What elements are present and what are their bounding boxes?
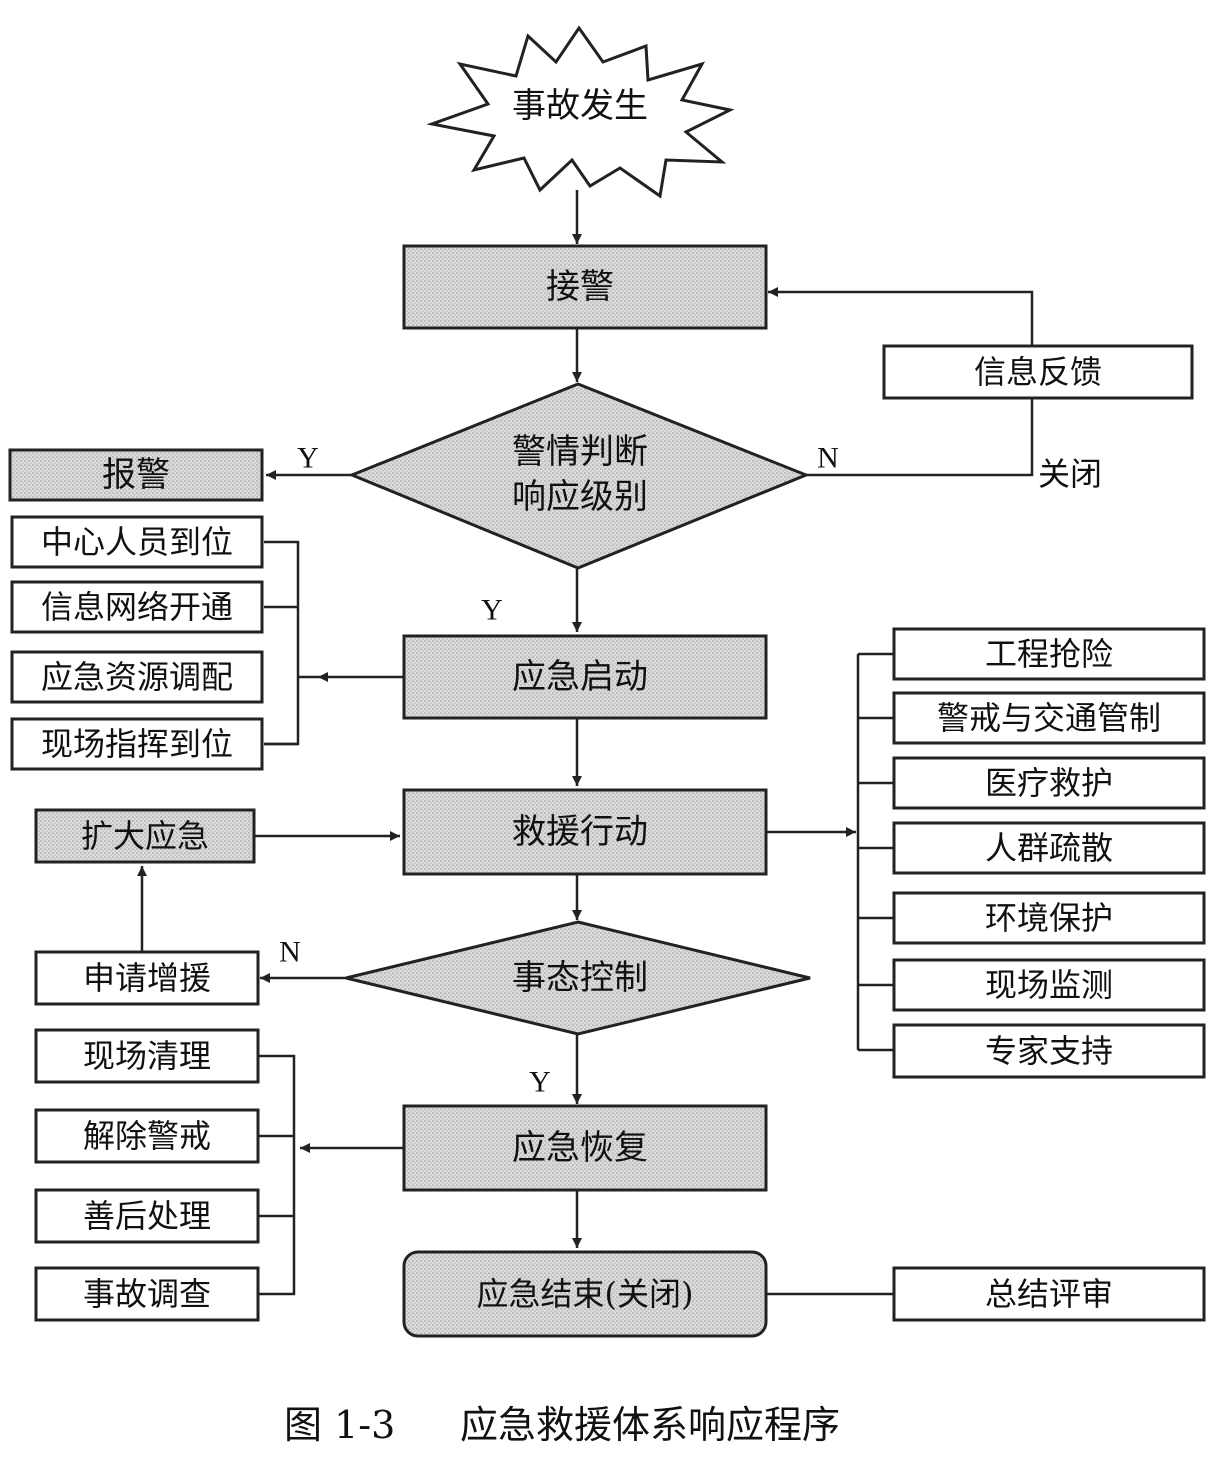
recovery-item-label: 解除警戒: [83, 1117, 211, 1155]
control-no-label: N: [279, 936, 301, 969]
judge-yes-down-label: Y: [481, 594, 503, 627]
report-alarm-label: 报警: [102, 455, 170, 495]
startup-item-box: [10, 580, 264, 634]
rescue-action-label: 救援行动: [512, 812, 648, 852]
recovery-item-box: [34, 1188, 260, 1244]
recovery-items: 现场清理 解除警戒 善后处理 事故调查: [34, 1028, 260, 1322]
action-item-box: [892, 821, 1206, 875]
action-item-label: 人群疏散: [985, 829, 1113, 867]
action-item-box: [892, 756, 1206, 810]
summary-review-box: [892, 1266, 1206, 1322]
expand-emergency-label: 扩大应急: [81, 817, 209, 855]
action-item-label: 环境保护: [985, 899, 1113, 937]
startup-item-box: [10, 650, 264, 704]
arrow-feedback-to-receive: [768, 287, 1034, 346]
info-feedback-label: 信息反馈: [974, 353, 1102, 391]
action-items: 工程抢险 警戒与交通管制 医疗救护 人群疏散 环境保护 现场监测 专家支持: [858, 627, 1206, 1079]
recovery-item-box: [34, 1108, 260, 1164]
emergency-recovery-label: 应急恢复: [512, 1128, 648, 1168]
action-item-box: [892, 958, 1206, 1012]
recovery-item-box: [34, 1266, 260, 1322]
line-judge-to-feedback: [806, 398, 1034, 477]
start-burst-shape: [426, 25, 735, 199]
recovery-item-label: 现场清理: [83, 1037, 211, 1075]
judge-label-line1: 警情判断: [512, 432, 648, 472]
startup-item-label: 应急资源调配: [41, 658, 233, 696]
action-item-label: 医疗救护: [985, 764, 1113, 802]
emergency-start-label: 应急启动: [512, 657, 648, 697]
startup-item-box: [10, 515, 264, 569]
emergency-end-label: 应急结束(关闭): [477, 1275, 694, 1313]
figure-title: 应急救援体系响应程序: [460, 1403, 840, 1447]
recovery-item-label: 事故调查: [83, 1275, 211, 1313]
recovery-bracket: [258, 1054, 296, 1296]
expand-emergency-box: [34, 808, 256, 864]
action-item-box: [892, 627, 1206, 681]
startup-items: 中心人员到位 信息网络开通 应急资源调配 现场指挥到位: [10, 515, 264, 771]
control-yes-label: Y: [529, 1066, 551, 1099]
receive-alarm-label: 接警: [546, 267, 614, 307]
start-burst: 事故发生: [426, 25, 735, 199]
close-label: 关闭: [1038, 455, 1102, 493]
judge-yes-left-label: Y: [297, 442, 319, 475]
summary-review-label: 总结评审: [985, 1275, 1113, 1313]
judge-diamond: [348, 382, 811, 570]
report-alarm-box: [8, 448, 264, 502]
judge-label-line2: 响应级别: [512, 477, 648, 517]
startup-item-label: 信息网络开通: [41, 588, 233, 626]
request-reinforcement-label: 申请增援: [83, 959, 211, 997]
control-diamond: [345, 920, 811, 1036]
startup-item-label: 中心人员到位: [41, 523, 233, 561]
receive-alarm-box: [402, 244, 768, 330]
startup-item-label: 现场指挥到位: [41, 725, 233, 763]
action-item-box: [892, 691, 1206, 745]
action-item-label: 工程抢险: [985, 635, 1113, 673]
action-item-label: 警戒与交通管制: [937, 699, 1161, 737]
action-item-label: 专家支持: [985, 1032, 1113, 1070]
startup-bracket: [264, 540, 300, 746]
action-item-label: 现场监测: [985, 966, 1113, 1004]
startup-item-box: [10, 717, 264, 771]
emergency-recovery-box: [402, 1104, 768, 1192]
start-label: 事故发生: [512, 86, 648, 126]
control-label: 事态控制: [512, 958, 648, 998]
request-reinforcement-box: [34, 950, 260, 1006]
figure-number: 图 1-3: [284, 1403, 395, 1447]
info-feedback-box: [882, 344, 1194, 400]
action-item-box: [892, 1023, 1206, 1079]
judge-no-label: N: [817, 442, 839, 475]
action-item-box: [892, 891, 1206, 945]
recovery-item-label: 善后处理: [83, 1197, 211, 1235]
recovery-item-box: [34, 1028, 260, 1084]
